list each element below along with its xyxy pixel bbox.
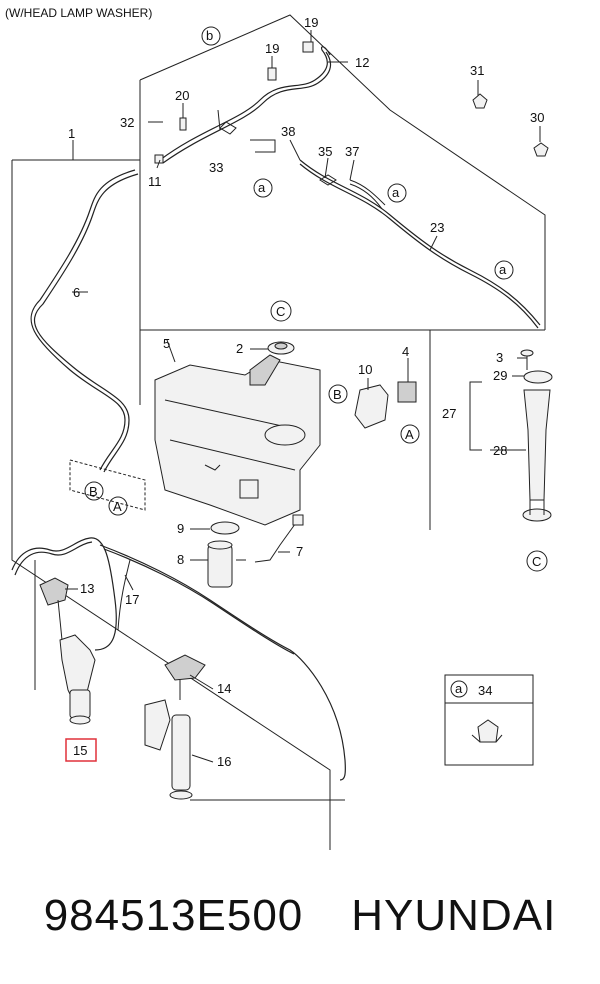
- callout-27: 27: [442, 406, 456, 421]
- callout-6: 6: [73, 285, 80, 300]
- leader-lines: [65, 30, 541, 763]
- callout-10: 10: [358, 362, 372, 377]
- callout-19a: 19: [265, 41, 279, 56]
- callout-5: 5: [163, 336, 170, 351]
- callout-9: 9: [177, 521, 184, 536]
- callout-16: 16: [217, 754, 231, 769]
- ref-a-3: a: [499, 262, 507, 277]
- callout-1: 1: [68, 126, 75, 141]
- callout-30: 30: [530, 110, 544, 125]
- callout-38: 38: [281, 124, 295, 139]
- callout-7: 7: [296, 544, 303, 559]
- ref-a-detail: a: [455, 681, 463, 696]
- callout-33: 33: [209, 160, 223, 175]
- ref-A-hose: A: [113, 499, 122, 514]
- filler-neck-10: [354, 381, 417, 429]
- callout-15: 15: [73, 743, 87, 758]
- callout-19b: 19: [304, 15, 318, 30]
- ref-group-hose6: [69, 459, 146, 511]
- ref-C-top: C: [276, 304, 285, 319]
- brand-name: HYUNDAI: [351, 891, 557, 940]
- callout-3: 3: [496, 350, 503, 365]
- callout-14: 14: [217, 681, 231, 696]
- caption: 984513E500 HYUNDAI: [0, 876, 600, 956]
- lower-hoses: [11, 537, 346, 781]
- bracket-15: [59, 634, 96, 725]
- ref-a-2: a: [392, 185, 400, 200]
- sensor-7: [254, 514, 304, 563]
- detail-box-34: a: [444, 674, 534, 766]
- callout-28: 28: [493, 443, 507, 458]
- part-number: 984513E500: [43, 891, 304, 940]
- nozzle-14: [164, 654, 206, 700]
- callout-31: 31: [470, 63, 484, 78]
- pump-8: [207, 521, 246, 588]
- ref-B-filler: B: [333, 387, 342, 402]
- parts-diagram: (W/HEAD LAMP WASHER): [5, 6, 553, 850]
- tube-28: [469, 349, 553, 522]
- callout-35: 35: [318, 144, 332, 159]
- callout-15-highlight: [65, 738, 97, 762]
- callout-20: 20: [175, 88, 189, 103]
- callout-11: 11: [148, 174, 162, 189]
- callout-37: 37: [345, 144, 359, 159]
- callout-34: 34: [478, 683, 492, 698]
- hose-6: [30, 169, 139, 473]
- callout-4: 4: [402, 344, 409, 359]
- actuator-16: [144, 699, 193, 800]
- nozzle-13: [39, 577, 69, 641]
- reference-markers: b a a a C B A B A C: [84, 26, 548, 572]
- callout-29: 29: [493, 368, 507, 383]
- callout-12: 12: [355, 55, 369, 70]
- callout-23: 23: [430, 220, 444, 235]
- callout-17: 17: [125, 592, 139, 607]
- ref-B-hose: B: [89, 484, 98, 499]
- callout-8: 8: [177, 552, 184, 567]
- ref-A-filler: A: [405, 427, 414, 442]
- callout-2: 2: [236, 341, 243, 356]
- ref-b-top: b: [206, 28, 213, 43]
- header-note: (W/HEAD LAMP WASHER): [5, 6, 152, 20]
- callout-numbers: 1 2 3 4 5 6 7 8 9 10 11 12 13 14 15 16 1…: [65, 15, 544, 769]
- callout-13: 13: [80, 581, 94, 596]
- ref-a-1: a: [258, 180, 266, 195]
- ref-C-bottom: C: [532, 554, 541, 569]
- upper-hoses: [159, 46, 541, 329]
- reservoir-5: [154, 354, 321, 526]
- cap-2: [267, 341, 295, 355]
- callout-32: 32: [120, 115, 134, 130]
